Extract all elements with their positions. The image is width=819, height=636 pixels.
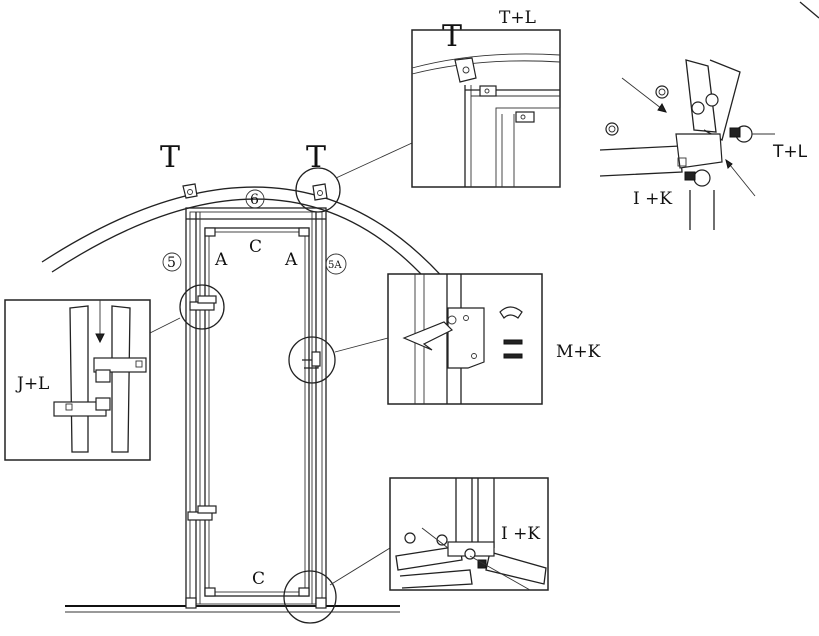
detail-top-label-t: T <box>442 19 462 54</box>
detail-box-top: T T+L <box>411 8 561 188</box>
detail-top-label-tl: T+L <box>499 8 536 28</box>
circle-label-6: 6 <box>245 189 265 209</box>
detail-exploded-right: T+L I +K <box>599 1 819 230</box>
arch-clamp-right <box>312 183 328 201</box>
leader-latch <box>334 337 389 353</box>
leader-top <box>335 142 413 179</box>
letter-c-bottom: C <box>252 569 265 589</box>
letter-a-right: A <box>284 250 298 270</box>
circle-label-5a: 5A <box>325 253 347 275</box>
ground-line <box>65 605 400 613</box>
detail-right-label-tl: T+L <box>772 142 808 162</box>
detail-box-hinge: J+L <box>4 299 151 461</box>
callout-circle-bottom <box>283 570 337 624</box>
svg-text:5: 5 <box>167 255 176 271</box>
detail-box-bottom: I +K <box>389 477 549 591</box>
arch-hoop <box>41 186 463 309</box>
arch-label-t-right: T <box>306 140 326 175</box>
callout-circle-top <box>295 167 341 213</box>
detail-right-label-ik: I +K <box>633 189 672 209</box>
callout-circle-latch <box>288 336 336 384</box>
arch-label-t-left: T <box>160 140 180 175</box>
arch-clamp-left <box>182 183 198 199</box>
svg-text:6: 6 <box>250 192 259 208</box>
detail-latch-label-mk: M+K <box>556 342 601 362</box>
door-frame <box>185 207 327 609</box>
circle-label-5: 5 <box>162 252 182 272</box>
letter-c-top: C <box>249 237 262 257</box>
detail-box-latch: M+K <box>387 273 601 405</box>
leader-bottom <box>329 547 391 586</box>
svg-text:5A: 5A <box>328 260 342 271</box>
letter-a-left: A <box>214 250 228 270</box>
detail-hinge-label-jl: J+L <box>15 374 49 394</box>
detail-bottom-label-ik: I +K <box>501 524 540 544</box>
leader-hinge <box>149 317 181 334</box>
callout-circle-hinge <box>179 284 225 330</box>
